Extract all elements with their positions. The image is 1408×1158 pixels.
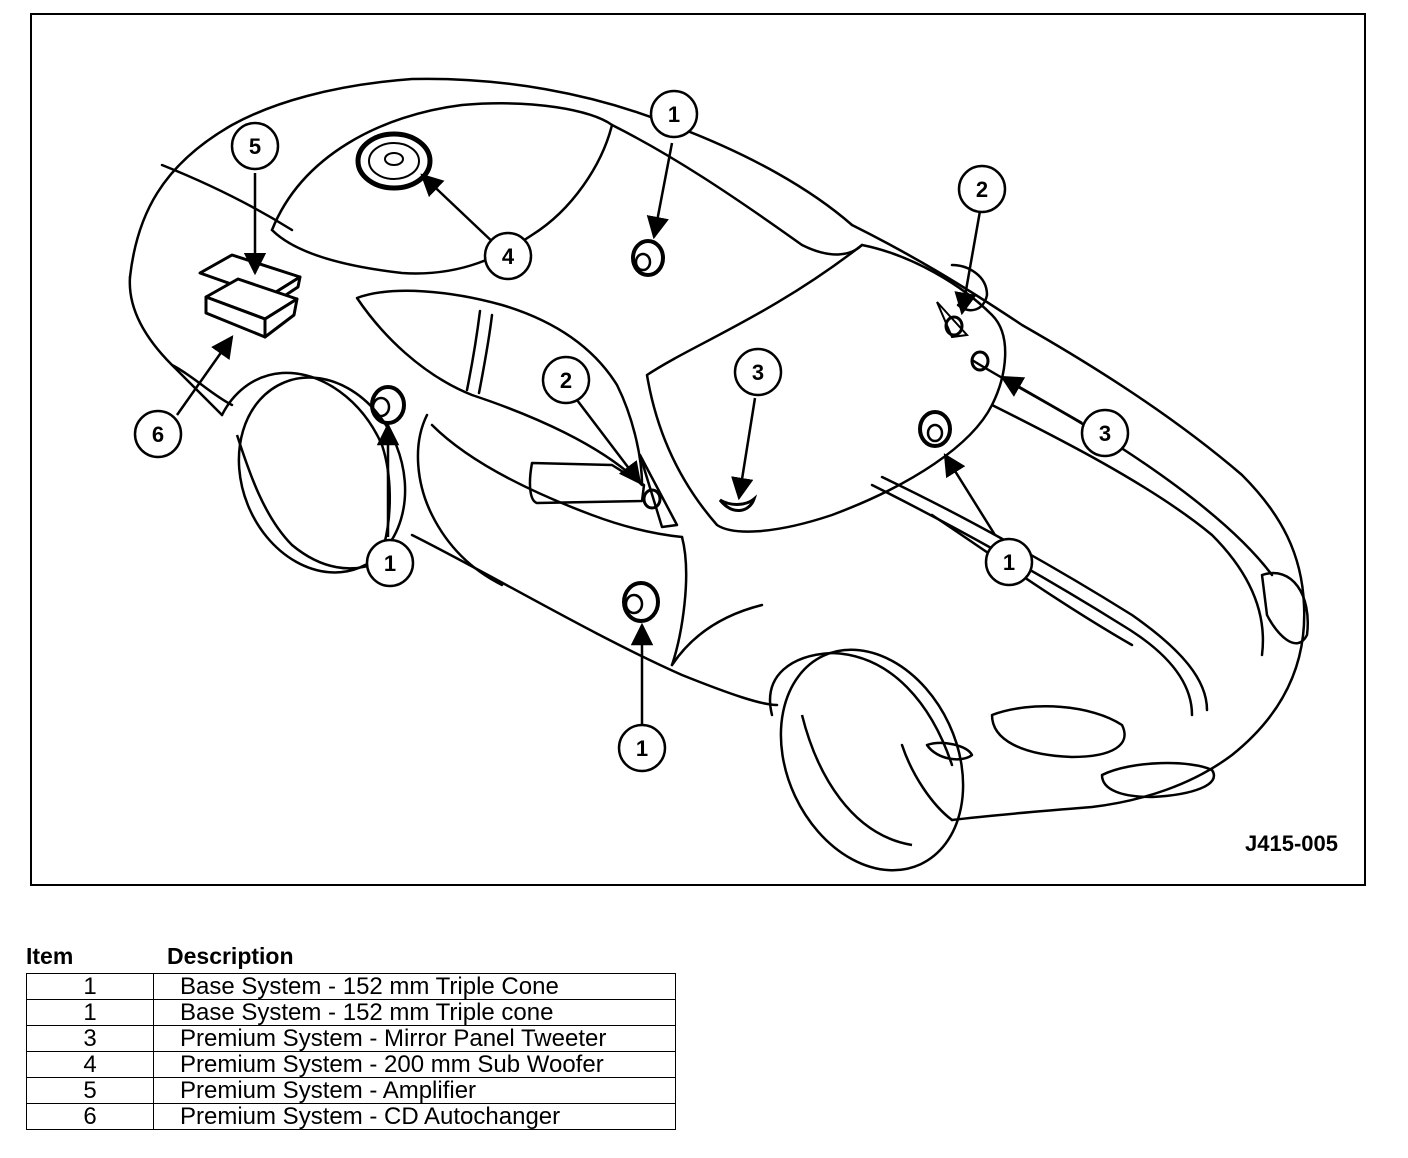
legend-item-description: Premium System - CD Autochanger [153, 1103, 676, 1130]
legend-item-header: Item [26, 943, 74, 969]
legend-item-number: 6 [26, 1103, 154, 1130]
legend-item-number: 3 [26, 1025, 154, 1052]
door-speaker-icon [918, 410, 952, 448]
callout-circle [541, 355, 591, 405]
callout-circle [733, 347, 783, 397]
callout-1: 1 [649, 89, 699, 139]
callout-3: 3 [1080, 408, 1130, 458]
cd-autochanger-icon [204, 277, 299, 339]
callout-3: 3 [733, 347, 783, 397]
leader-arrows [175, 142, 1083, 728]
callout-number: 3 [1099, 421, 1111, 446]
tweeter-icon [642, 488, 662, 510]
callout-2: 2 [541, 355, 591, 405]
sub-woofer-icon [355, 131, 433, 191]
callout-1: 1 [365, 538, 415, 588]
car-body [128, 77, 1310, 822]
callout-2: 2 [957, 164, 1007, 214]
callout-number: 6 [152, 422, 164, 447]
diagram-frame: 1 1 1 1 2 2 3 3 4 5 6 J415-005 [30, 13, 1366, 886]
mirror-panel-tweeter-icon [970, 350, 990, 372]
callout-6: 6 [133, 409, 183, 459]
callout-circle [984, 537, 1034, 587]
legend-item-description: Premium System - Amplifier [153, 1077, 676, 1104]
legend-item-number: 1 [26, 999, 154, 1026]
callout-circle [483, 231, 533, 281]
callout-number: 5 [249, 134, 261, 159]
callout-circle [1080, 408, 1130, 458]
callout-4: 4 [483, 231, 533, 281]
door-speaker-icon [622, 581, 660, 623]
callout-5: 5 [230, 121, 280, 171]
wheels [235, 376, 965, 872]
legend-item-description: Premium System - Mirror Panel Tweeter [153, 1025, 676, 1052]
legend-item-number: 4 [26, 1051, 154, 1078]
car-diagram: 1 1 1 1 2 2 3 3 4 5 6 J415-005 [128, 77, 1338, 872]
callout-number: 2 [560, 368, 572, 393]
callout-circle [133, 409, 183, 459]
callout-1: 1 [617, 723, 667, 773]
legend-item-description: Premium System - 200 mm Sub Woofer [153, 1051, 676, 1078]
legend-description-header: Description [167, 943, 294, 969]
callout-circle [617, 723, 667, 773]
callout-circle [230, 121, 280, 171]
mirror-panel-tweeter-icon [718, 494, 758, 512]
legend-item-description: Base System - 152 mm Triple cone [153, 999, 676, 1026]
door-speaker-icon [631, 239, 665, 277]
legend-item-number: 5 [26, 1077, 154, 1104]
tweeter-icon [936, 301, 970, 339]
door-speaker-icon [370, 385, 406, 425]
callout-number: 1 [384, 551, 396, 576]
legend-item-description: Base System - 152 mm Triple Cone [153, 973, 676, 1000]
callout-circle [365, 538, 415, 588]
figure-id: J415-005 [1245, 831, 1338, 856]
callout-group: 1 1 1 1 2 2 3 3 4 5 6 [133, 89, 1130, 773]
callout-number: 1 [668, 102, 680, 127]
callout-number: 4 [502, 244, 515, 269]
callout-number: 1 [636, 736, 648, 761]
callout-number: 3 [752, 360, 764, 385]
callout-number: 1 [1003, 550, 1015, 575]
callout-circle [957, 164, 1007, 214]
callout-number: 2 [976, 177, 988, 202]
callout-1: 1 [984, 537, 1034, 587]
callout-circle [649, 89, 699, 139]
legend-item-number: 1 [26, 973, 154, 1000]
